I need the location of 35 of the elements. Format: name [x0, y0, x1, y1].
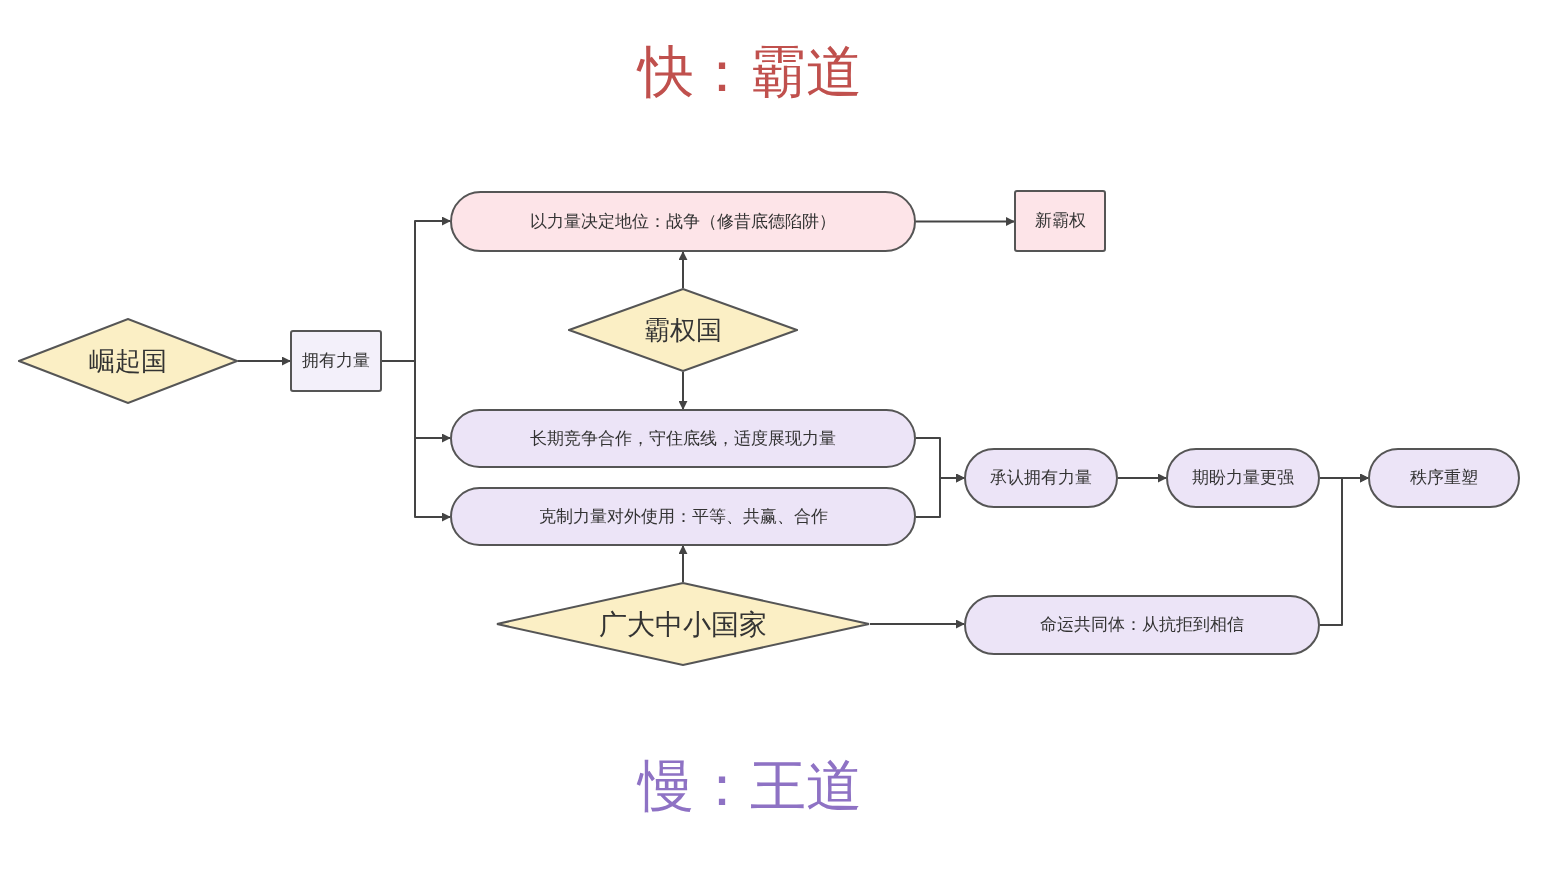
node-label: 承认拥有力量: [990, 467, 1092, 489]
decision-diamond: [568, 288, 798, 372]
arrow: [1319, 473, 1369, 626]
arrow: [869, 619, 965, 629]
node-label: 克制力量对外使用：平等、共赢、合作: [538, 505, 828, 528]
process-pill: [964, 595, 1320, 655]
process-pill: [450, 191, 916, 252]
arrow: [915, 473, 965, 518]
arrow: [1117, 473, 1167, 483]
arrow: [678, 545, 688, 583]
process-pill: [964, 448, 1118, 508]
node-label: 崛起国: [89, 344, 167, 378]
node-label: 以力量决定地位：战争（修昔底德陷阱）: [530, 210, 836, 233]
node-label: 期盼力量更强: [1192, 467, 1294, 489]
node-label: 新霸权: [1034, 210, 1086, 232]
diagram-title: 快：霸道: [635, 38, 863, 106]
process-pill: [450, 487, 916, 546]
diagram-caption: 慢：王道: [636, 752, 863, 820]
node-label: 霸权国: [644, 313, 722, 347]
node-label: 广大中小国家: [599, 606, 767, 642]
process-box: [1014, 190, 1106, 252]
arrow: [381, 360, 451, 522]
arrow: [915, 217, 1015, 226]
node-label: 拥有力量: [302, 350, 370, 372]
decision-diamond: [18, 318, 238, 404]
node-label: 长期竞争合作，守住底线，适度展现力量: [530, 427, 836, 450]
node-label: 秩序重塑: [1410, 467, 1478, 489]
decision-diamond: [496, 582, 870, 666]
process-box: [290, 330, 382, 392]
process-pill: [1166, 448, 1320, 508]
arrow: [678, 251, 688, 289]
arrow: [678, 371, 688, 410]
arrow: [237, 356, 291, 366]
node-label: 命运共同体：从抗拒到相信: [1040, 614, 1244, 636]
process-pill: [1368, 448, 1520, 508]
